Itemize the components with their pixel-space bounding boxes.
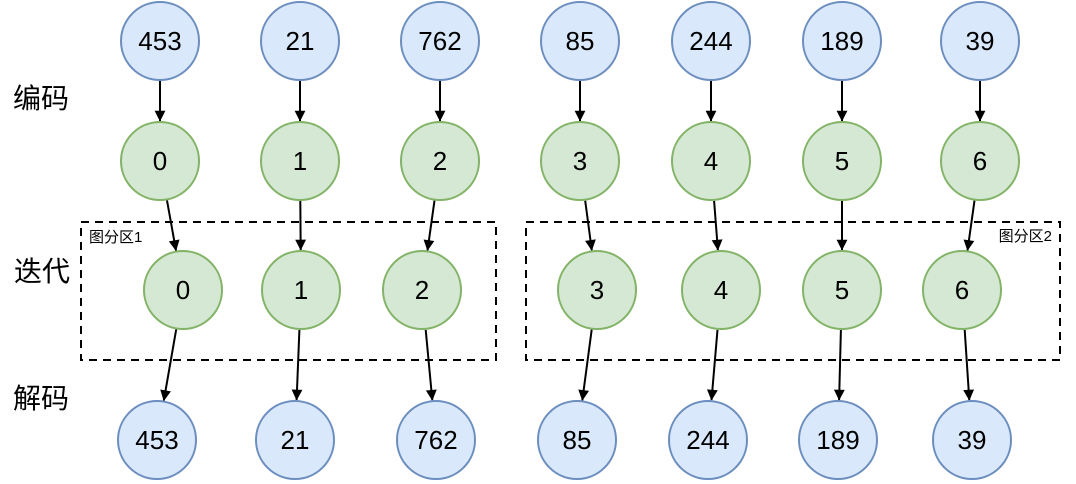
node-encode-input-0: 453 [120,1,200,81]
node-decode-output-2: 762 [396,400,476,480]
node-encode-input-1: 21 [260,1,340,81]
arrow-row1-col3 [584,200,596,251]
node-encoded-id-5: 5 [802,121,882,201]
node-encode-input-3: 85 [540,1,620,81]
partition-box-1 [80,221,497,361]
node-encode-input-4: 244 [671,1,751,81]
partition-label-1: 图分区1 [89,229,143,246]
arrow-row1-col2 [423,200,436,251]
node-encode-input-2: 762 [400,1,480,81]
arrow-row2-col3 [578,329,593,401]
node-iterated-id-0: 0 [143,250,223,330]
node-iterated-id-3: 3 [557,250,637,330]
partition-box-2 [525,221,1061,361]
node-iterated-id-4: 4 [681,250,761,330]
node-encode-input-5: 189 [802,1,882,81]
node-iterated-id-5: 5 [802,250,882,330]
node-decode-output-1: 21 [255,400,335,480]
arrow-row2-col1 [291,329,303,401]
arrow-row2-col4 [706,329,719,401]
node-decode-output-4: 244 [668,400,748,480]
node-decode-output-0: 453 [117,400,197,480]
node-decode-output-3: 85 [537,400,617,480]
arrow-row2-col6 [963,329,975,401]
arrow-row1-col0 [166,200,180,252]
node-iterated-id-6: 6 [922,250,1002,330]
node-iterated-id-1: 1 [261,250,341,330]
node-encoded-id-3: 3 [540,121,620,201]
node-decode-output-5: 189 [798,400,878,480]
arrow-row2-col2 [424,329,437,401]
arrow-row1-col4 [711,200,723,251]
node-iterated-id-2: 2 [382,250,462,330]
arrows [154,81,986,402]
node-encoded-id-1: 1 [260,121,340,201]
node-encoded-id-4: 4 [671,121,751,201]
arrow-row2-col0 [160,329,178,402]
node-encode-input-6: 39 [940,1,1020,81]
node-encoded-id-6: 6 [940,121,1020,201]
arrow-row2-col5 [833,329,845,401]
arrow-row1-col6 [963,200,976,251]
node-encoded-id-2: 2 [400,121,480,201]
stage-label-decode: 解码 [13,383,70,414]
stage-label-encode: 编码 [13,83,70,114]
node-decode-output-6: 39 [932,400,1012,480]
partition-label-2: 图分区2 [998,228,1052,245]
node-encoded-id-0: 0 [120,121,200,201]
stage-label-iterate: 迭代 [14,256,71,287]
